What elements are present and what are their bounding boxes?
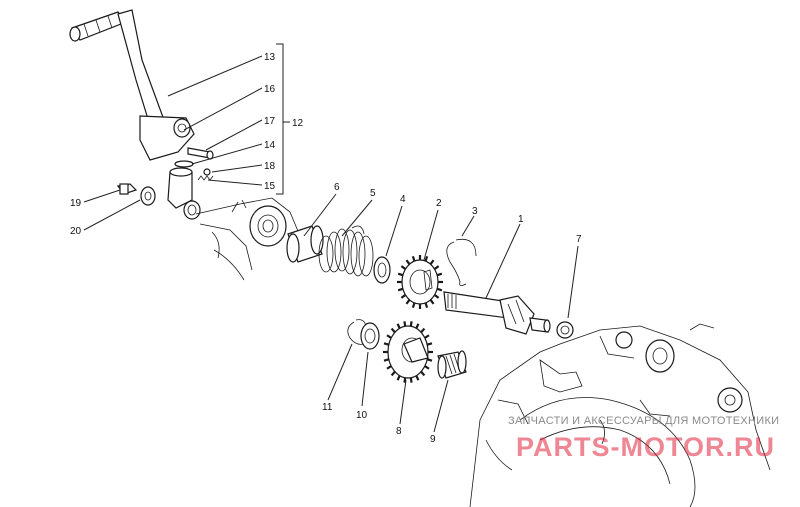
gear-tooth bbox=[403, 377, 407, 383]
lever-bolt bbox=[187, 147, 214, 160]
watermark: ЗАПЧАСТИ И АКСЕССУАРЫ ДЛЯ МОТОТЕХНИКИ PA… bbox=[508, 415, 779, 462]
callout-20: 20 bbox=[70, 226, 82, 237]
washer-19 bbox=[140, 186, 156, 206]
gear-tooth bbox=[386, 334, 392, 339]
gear-tooth bbox=[433, 294, 440, 299]
left-crankcase bbox=[195, 197, 301, 281]
gear-tooth bbox=[397, 272, 404, 277]
callout-1: 1 bbox=[518, 214, 524, 225]
callout-17: 17 bbox=[264, 116, 276, 127]
circlip-3 bbox=[446, 238, 477, 286]
callout-19: 19 bbox=[70, 198, 82, 209]
gear-tooth bbox=[397, 287, 404, 292]
gear-tooth bbox=[390, 370, 396, 377]
gear-2 bbox=[397, 255, 443, 309]
callout-4: 4 bbox=[400, 194, 406, 205]
gear-tooth bbox=[409, 321, 413, 327]
detent-spring bbox=[197, 175, 214, 181]
gear-tooth bbox=[429, 259, 435, 265]
gear-tooth bbox=[426, 342, 433, 346]
gear-tooth bbox=[415, 375, 420, 381]
callout-3: 3 bbox=[472, 206, 478, 217]
gear-tooth bbox=[426, 358, 433, 362]
callout-7: 7 bbox=[576, 234, 582, 245]
gear-tooth bbox=[386, 365, 392, 370]
callout-11: 11 bbox=[322, 402, 333, 413]
kick-lever bbox=[69, 9, 195, 161]
callout-2: 2 bbox=[436, 198, 442, 209]
gear-tooth bbox=[424, 334, 430, 339]
callout-15: 15 bbox=[264, 181, 276, 192]
gear-tooth bbox=[411, 302, 416, 309]
gear-tooth bbox=[433, 265, 440, 270]
gear-tooth bbox=[400, 294, 407, 299]
watermark-brand: PARTS-MOTOR.RU bbox=[516, 432, 775, 462]
bolt-20 bbox=[116, 183, 138, 195]
gear-tooth bbox=[405, 299, 411, 305]
callout-6: 6 bbox=[334, 182, 340, 193]
gear-tooth bbox=[424, 365, 430, 370]
callout-13: 13 bbox=[264, 52, 276, 63]
gear-tooth bbox=[436, 287, 443, 292]
right-crankcase bbox=[469, 323, 771, 507]
callout-labels: 13 16 17 12 14 18 15 19 20 6 5 4 2 3 1 7… bbox=[70, 52, 582, 445]
callout-12: 12 bbox=[292, 118, 304, 129]
gear-tooth bbox=[390, 327, 396, 334]
gear-tooth bbox=[415, 323, 420, 329]
gear-tooth bbox=[424, 302, 429, 309]
gear-tooth bbox=[411, 255, 416, 262]
gear-tooth bbox=[400, 265, 407, 270]
callout-18: 18 bbox=[264, 161, 276, 172]
gear-tooth bbox=[396, 323, 401, 329]
washer-10 bbox=[360, 322, 380, 350]
gear-tooth bbox=[405, 259, 411, 265]
bushing-6 bbox=[286, 225, 324, 263]
gear-tooth bbox=[383, 358, 390, 362]
gear-tooth bbox=[383, 342, 390, 346]
callout-9: 9 bbox=[430, 434, 436, 445]
kick-shaft-1 bbox=[443, 291, 551, 335]
gear-tooth bbox=[420, 370, 426, 377]
gear-8 bbox=[383, 321, 433, 383]
o-ring bbox=[174, 160, 194, 168]
callout-14: 14 bbox=[264, 140, 276, 151]
lever-boss bbox=[167, 167, 201, 220]
gear-tooth bbox=[429, 299, 435, 305]
callout-16: 16 bbox=[264, 84, 276, 95]
callout-5: 5 bbox=[370, 188, 376, 199]
gear-tooth bbox=[396, 375, 401, 381]
washer-4 bbox=[373, 256, 391, 284]
callout-10: 10 bbox=[356, 410, 368, 421]
leader-lines bbox=[83, 43, 579, 433]
gear-tooth bbox=[436, 272, 443, 277]
detent-ball bbox=[203, 168, 211, 176]
needle-bearing-9 bbox=[437, 350, 467, 379]
gear-tooth bbox=[409, 377, 413, 383]
callout-8: 8 bbox=[396, 426, 402, 437]
gear-tooth bbox=[420, 327, 426, 334]
gear-tooth bbox=[424, 255, 429, 262]
spring-5 bbox=[318, 225, 374, 277]
gear-tooth bbox=[403, 321, 407, 327]
watermark-tagline: ЗАПЧАСТИ И АКСЕССУАРЫ ДЛЯ МОТОТЕХНИКИ bbox=[508, 415, 779, 427]
washer-7 bbox=[556, 321, 574, 339]
